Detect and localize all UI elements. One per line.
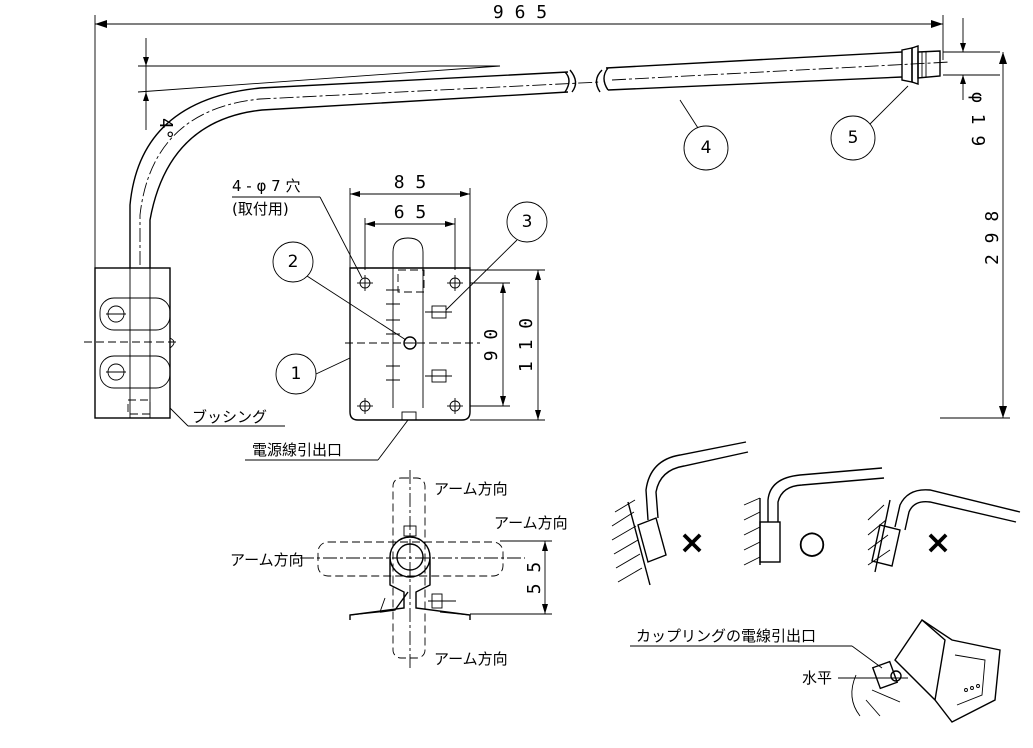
example-wrong-right: × [867,489,1021,573]
pipe-diameter-label: φ 1 9 [967,92,988,146]
coupling-detail: カップリングの電線引出口 水平 [630,619,1001,723]
plate-height-label: 1 1 0 [516,318,537,372]
cable-outlet-label: 電源線引出口 [252,441,342,459]
mount-holes-label-2: (取付用) [232,200,289,218]
arm-direction-right: アーム方向 [494,514,568,532]
mount-plate-front-view: 8 5 6 5 [232,172,548,461]
callout-4: 4 [701,138,712,158]
mount-holes-label-1: 4 - φ 7 穴 [232,177,300,195]
arm-side-view: 9 6 5 4° φ 1 9 [84,2,1010,427]
arm-direction-bottom: アーム方向 [434,650,508,668]
callout-2: 2 [288,252,299,272]
mounting-holes [357,275,463,414]
hole-pitch-h-label: 6 5 [394,202,427,223]
overall-height-label: 2 9 8 [982,211,1003,265]
clamp-offset-label: 5 5 [524,562,545,595]
arm-direction-top: アーム方向 [434,480,508,498]
callout-3: 3 [522,212,533,232]
callout-5: 5 [848,128,859,148]
mark-correct: ○ [798,523,826,561]
install-orientation-examples: × ○ × [611,441,1021,586]
mark-wrong-left: × [679,523,706,561]
plate-width-label: 8 5 [394,172,427,193]
bushing-label: ブッシング [192,408,267,426]
horizontal-label: 水平 [802,669,832,687]
example-wrong-left: × [611,441,749,586]
example-correct: ○ [743,467,885,566]
hole-pitch-v-label: 9 0 [481,329,502,362]
callout-1: 1 [291,364,302,384]
arm-direction-left: アーム方向 [230,551,304,569]
coupling-outlet-label: カップリングの電線引出口 [636,627,816,645]
angle-label: 4° [155,118,176,140]
overall-width-label: 9 6 5 [493,2,547,23]
clamp-top-view: 5 5 アーム方向 アーム方向 アーム方向 アーム方向 [230,470,568,670]
mark-wrong-right: × [925,523,952,561]
